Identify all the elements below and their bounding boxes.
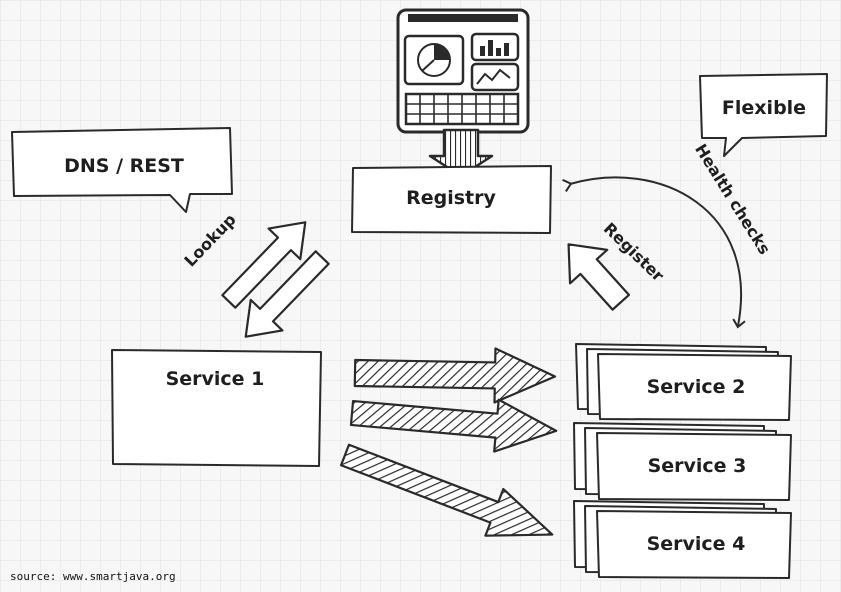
registry-box: Registry bbox=[351, 165, 552, 234]
dashboard-monitor-icon bbox=[396, 8, 530, 134]
service-3-stack: Service 3 bbox=[573, 422, 792, 501]
registry-label: Registry bbox=[406, 187, 496, 209]
lookup-up-arrow bbox=[221, 221, 307, 309]
arrow-to-service-2 bbox=[353, 347, 557, 404]
service-1-box: Service 1 bbox=[111, 349, 322, 467]
health-check-curve-arrow bbox=[562, 176, 746, 329]
service-4-stack: Service 4 bbox=[573, 500, 792, 579]
lookup-down-arrow bbox=[244, 250, 330, 338]
dns-rest-callout: DNS / REST bbox=[11, 127, 233, 213]
flexible-label: Flexible bbox=[722, 97, 806, 119]
service-3-label: Service 3 bbox=[648, 455, 747, 477]
source-credit: source: www.smartjava.org bbox=[10, 570, 176, 583]
service-2-stack: Service 2 bbox=[575, 343, 792, 421]
service-4-label: Service 4 bbox=[647, 533, 746, 555]
dns-rest-label: DNS / REST bbox=[64, 155, 184, 177]
service-2-label: Service 2 bbox=[647, 376, 746, 398]
service-1-label: Service 1 bbox=[166, 368, 265, 390]
arrow-to-service-4 bbox=[339, 443, 554, 537]
flexible-callout: Flexible bbox=[699, 73, 828, 157]
arrow-to-service-3 bbox=[349, 398, 558, 453]
